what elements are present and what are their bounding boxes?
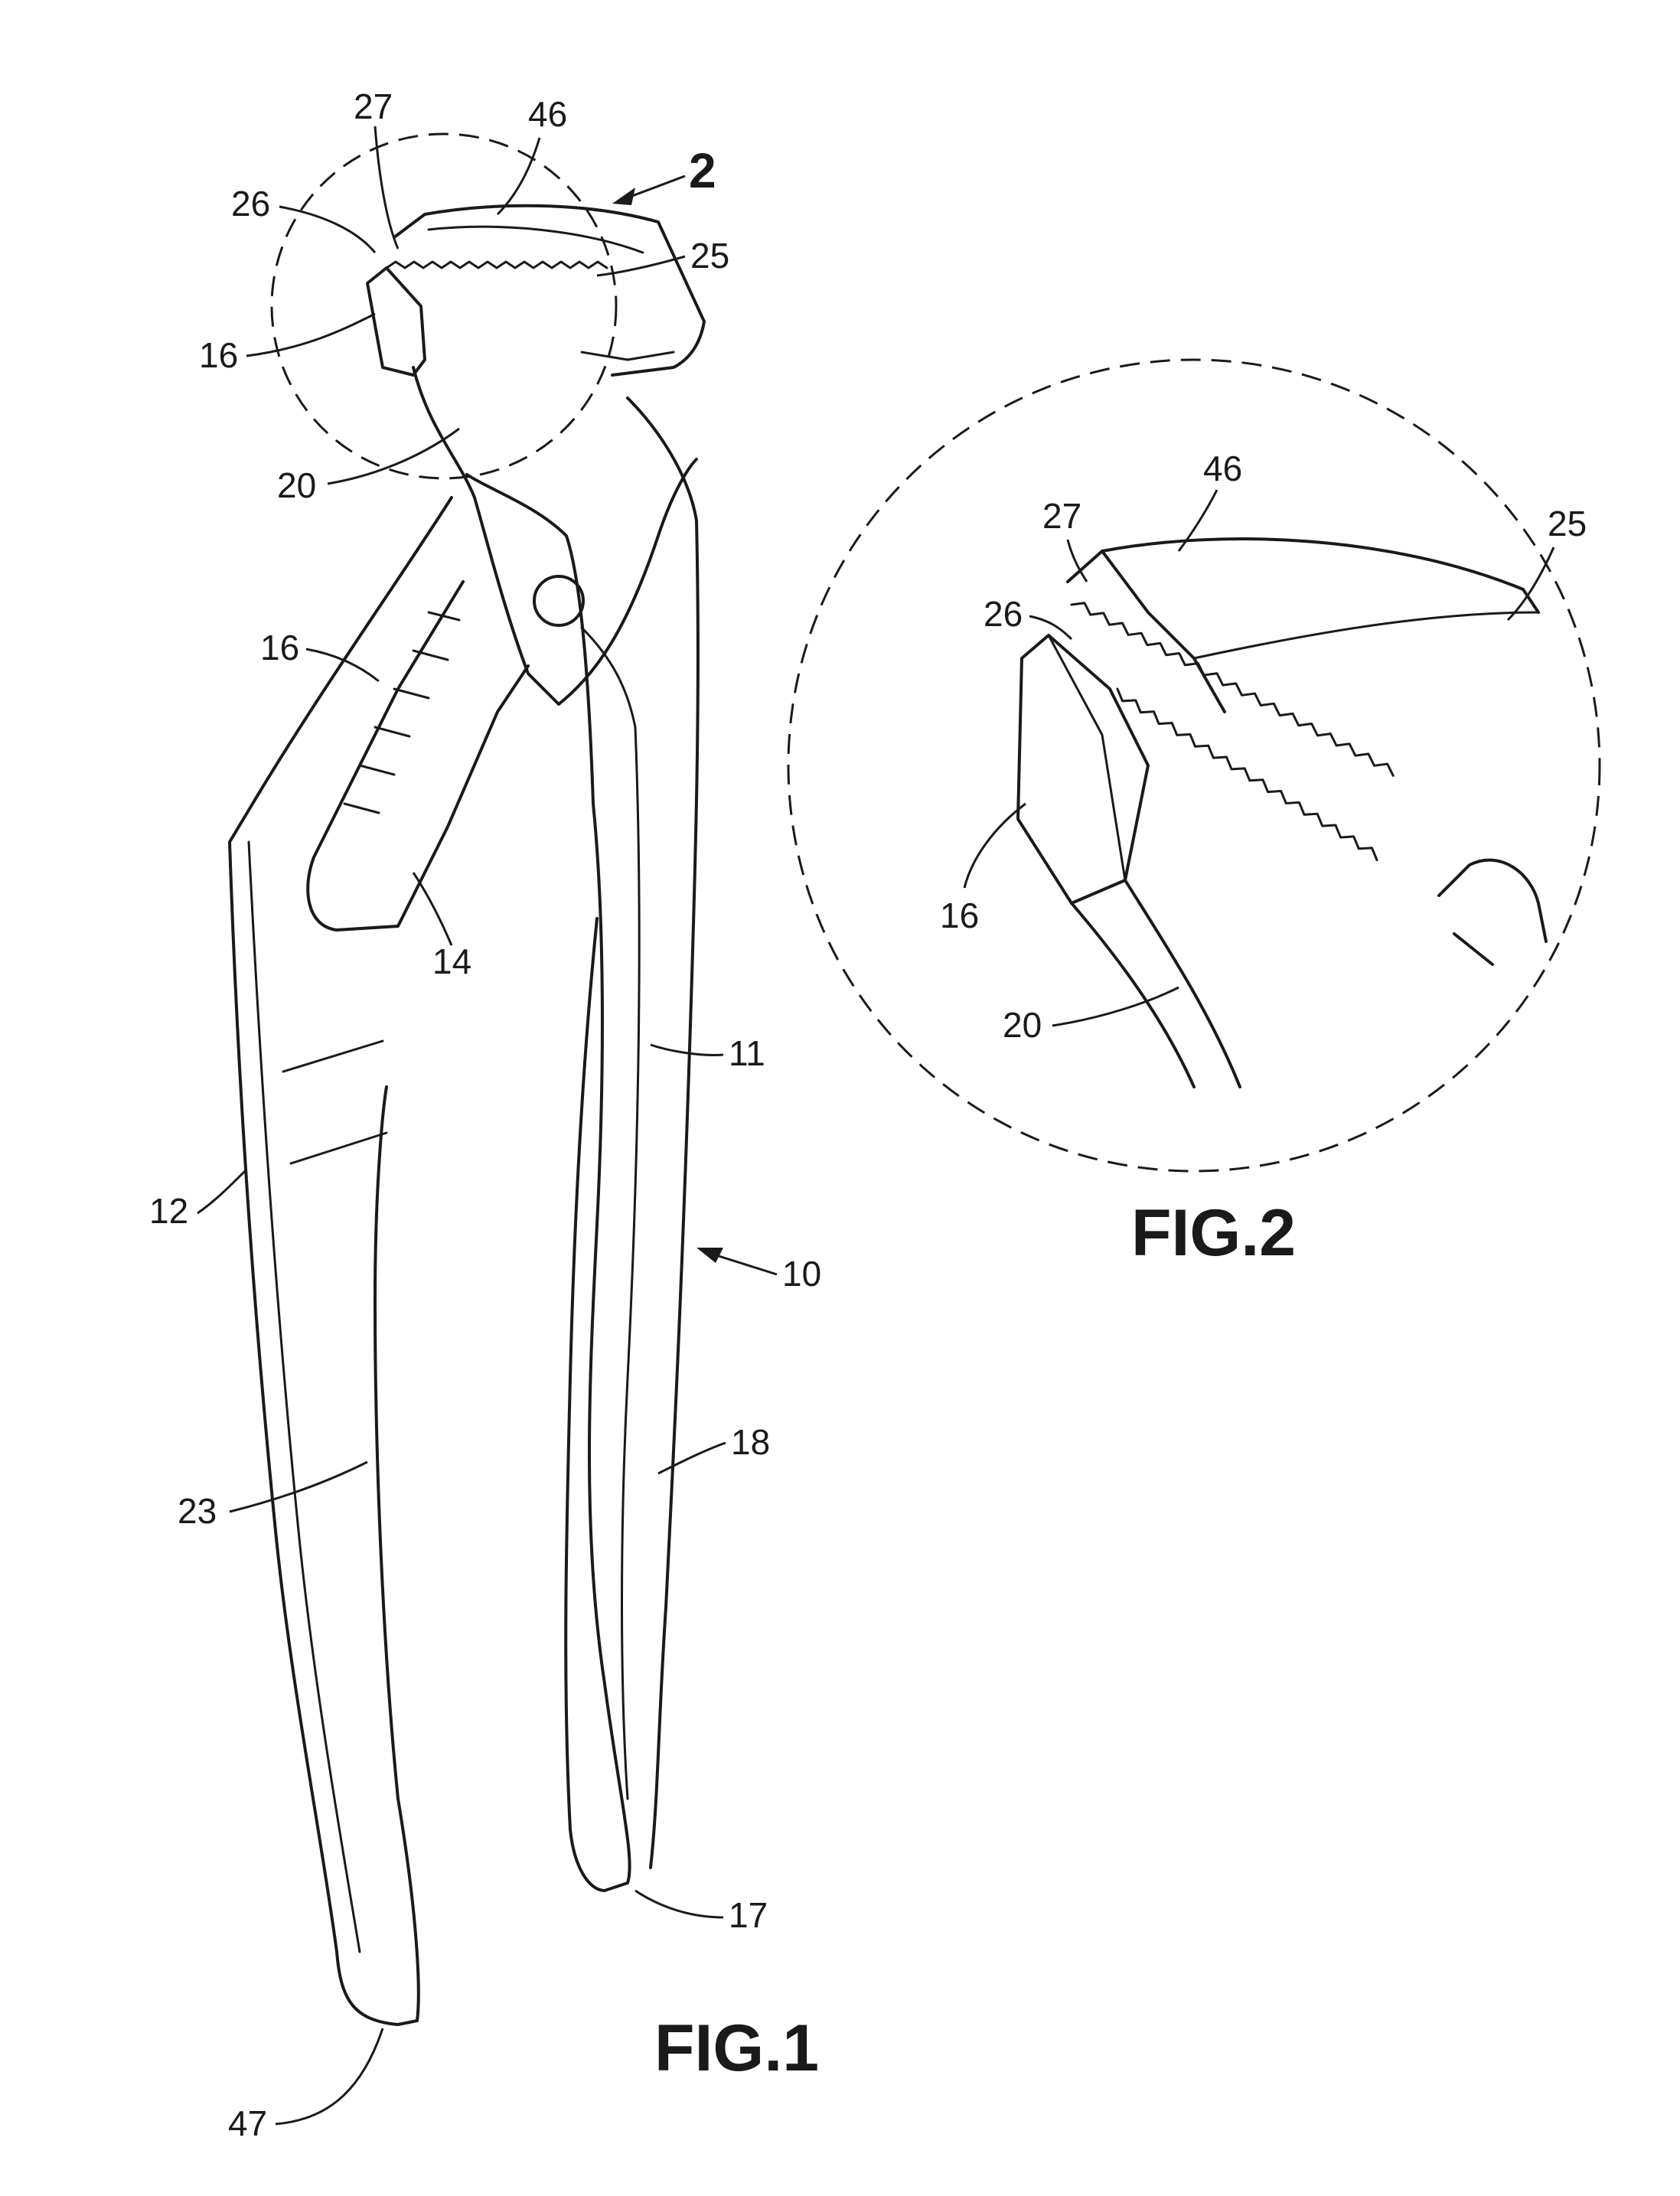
jaw-teeth xyxy=(387,262,607,268)
fig2-leader-25 xyxy=(1508,547,1554,620)
fig1-reference-labels: 27 46 2 26 25 16 20 16 14 11 12 10 18 23… xyxy=(149,86,821,2143)
fig1-label-17: 17 xyxy=(729,1895,768,1935)
handle-12-bevel xyxy=(283,1041,387,1163)
fig2-lower-jaw-16 xyxy=(1018,635,1148,903)
fig2-caption: FIG.2 xyxy=(1131,1196,1296,1270)
fig1-leader-18 xyxy=(658,1443,726,1473)
fig1-label-47: 47 xyxy=(228,2103,267,2143)
fig1-label-2: 2 xyxy=(689,143,716,198)
fig2-upper-jaw-face xyxy=(1102,551,1225,712)
head-outline xyxy=(413,367,696,704)
pivot-hole xyxy=(534,576,583,625)
fig2-label-25: 25 xyxy=(1548,504,1587,543)
fig2-label-26: 26 xyxy=(984,594,1023,634)
fig1-arrow-2 xyxy=(612,188,635,205)
fig1-label-18: 18 xyxy=(731,1422,770,1462)
fig1-label-46: 46 xyxy=(528,94,567,134)
handle-11-inner-edge xyxy=(582,628,639,1799)
fig1-arrow-10 xyxy=(696,1248,723,1263)
fig2-lower-jaw-facet xyxy=(1049,635,1125,880)
fig2-teeth-upper xyxy=(1072,598,1397,775)
fig1-leader-26 xyxy=(279,207,375,253)
fig1-label-16-jaw: 16 xyxy=(199,335,238,375)
fig2-label-46: 46 xyxy=(1203,449,1242,488)
handle-11-outer-edge xyxy=(628,398,698,1868)
fig2-label-16: 16 xyxy=(940,896,979,935)
fig1-leader-47 xyxy=(276,2028,383,2124)
fig2-label-27: 27 xyxy=(1042,496,1081,536)
fig1-leader-20 xyxy=(328,429,459,484)
fig2-leader-16 xyxy=(964,804,1026,888)
fig2-detail-drawing xyxy=(788,360,1600,1171)
fig2-jaw-25-curve xyxy=(1194,612,1538,658)
fig2-leader-46 xyxy=(1179,490,1217,551)
fig2-leader-27 xyxy=(1068,540,1087,582)
fig2-teeth-lower xyxy=(1114,689,1382,860)
fig1-leader-11 xyxy=(651,1045,723,1055)
fig1-leader-16-channel xyxy=(306,649,379,681)
fig2-heel xyxy=(1439,860,1546,964)
fig1-leader-17 xyxy=(635,1891,723,1917)
fig1-detail-circle xyxy=(272,134,616,478)
fig1-label-16-channel: 16 xyxy=(260,628,299,667)
fig1-leader-23 xyxy=(230,1462,367,1512)
fig1-caption: FIG.1 xyxy=(654,2012,819,2085)
fig1-leader-16-jaw xyxy=(246,314,375,356)
fig2-label-20: 20 xyxy=(1003,1005,1042,1045)
handle-12-inner-line xyxy=(249,842,360,1952)
handle-12-outline xyxy=(230,498,452,2025)
fig1-label-23: 23 xyxy=(178,1491,217,1531)
fig1-pliers-drawing xyxy=(230,134,704,2025)
fig1-leader-46 xyxy=(497,138,540,214)
fig1-leader-25 xyxy=(597,256,685,276)
fig1-label-12: 12 xyxy=(149,1191,188,1231)
fig1-label-11: 11 xyxy=(729,1033,765,1073)
fig1-label-27: 27 xyxy=(354,86,393,126)
jaw-face-25 xyxy=(429,227,674,360)
fig2-head-20 xyxy=(1072,880,1240,1087)
fig1-label-25: 25 xyxy=(690,236,729,276)
fig1-leader-12 xyxy=(197,1171,245,1213)
channel-14-slots xyxy=(344,612,459,813)
handle-11-outline xyxy=(467,475,630,1891)
fig1-leader-14 xyxy=(413,873,452,945)
fig1-label-14: 14 xyxy=(432,941,471,981)
fig1-label-26: 26 xyxy=(231,184,270,224)
lower-jaw-16 xyxy=(367,268,425,375)
fig2-detail-circle xyxy=(788,360,1600,1171)
fig1-label-10: 10 xyxy=(782,1254,821,1294)
fig1-label-20: 20 xyxy=(277,465,316,505)
